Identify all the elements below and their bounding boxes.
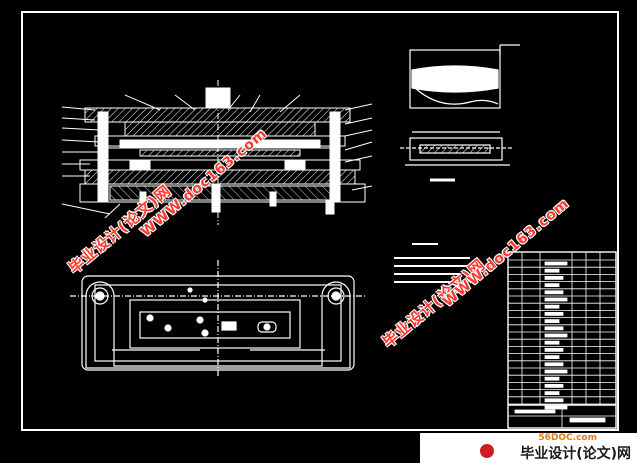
table-cell-text: [544, 311, 564, 316]
table-cell-text: [544, 333, 568, 338]
table-cell-text: [544, 304, 560, 309]
bottom-brand-bar: [420, 433, 637, 463]
table-cell-text: [544, 347, 564, 352]
table-cell-text: [544, 319, 560, 324]
table-cell-text: [544, 326, 564, 331]
brand-cn-text: 毕业设计(论文)网: [520, 446, 631, 462]
table-cell-text: [544, 405, 568, 410]
assembly-section-view: [61, 80, 373, 225]
table-cell-text: [544, 283, 560, 288]
part-drawing: [400, 44, 520, 182]
table-cell-text: [544, 340, 560, 345]
table-cell-text: [544, 297, 568, 302]
table-cell-text: [544, 391, 560, 396]
table-cell-text: [544, 275, 564, 280]
table-cell-text: [544, 290, 564, 295]
table-cell-text: [544, 376, 560, 381]
table-cell-text: [544, 268, 560, 273]
lower-die-plan-view: [70, 260, 365, 378]
table-cell-text: [544, 383, 564, 388]
table-cell-text: [544, 398, 564, 403]
table-cell-text: [544, 369, 568, 374]
brand-site-text: 56DOC.com: [538, 433, 597, 443]
table-cell-text: [544, 355, 560, 360]
table-cell-text: [544, 362, 564, 367]
drawing-border: [21, 11, 619, 431]
parts-list-table: [507, 251, 617, 429]
table-cell-text: [544, 261, 568, 266]
technical-notes: [394, 243, 470, 283]
brand-logo-icon: [480, 444, 494, 458]
